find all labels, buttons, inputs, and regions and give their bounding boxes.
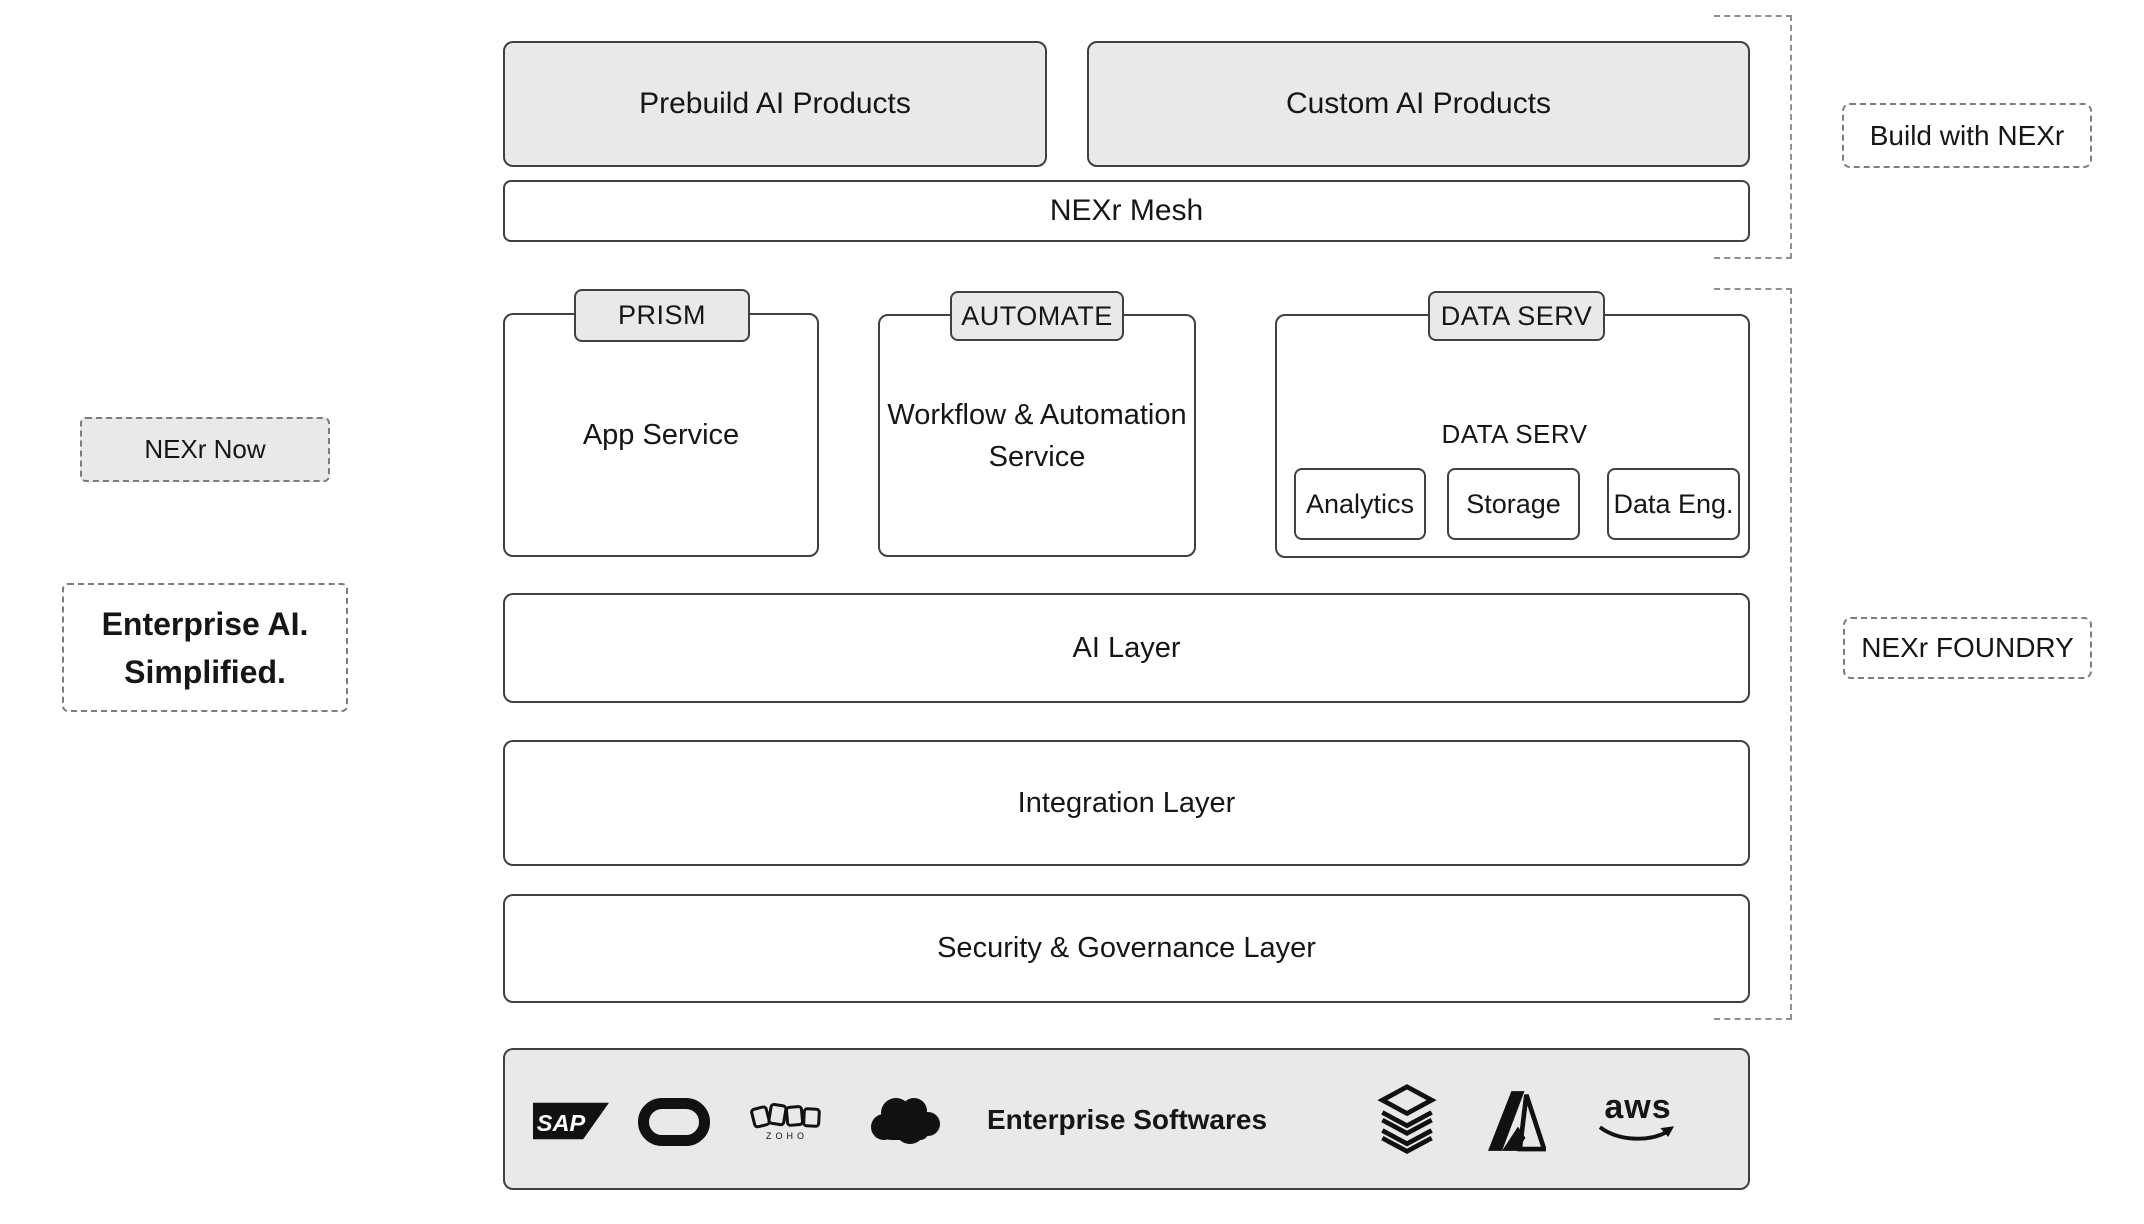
- data-serv-box: DATA SERV Analytics Storage Data Eng.: [1275, 314, 1750, 558]
- ai-layer-label: AI Layer: [1072, 631, 1181, 664]
- data-serv-inner-label: DATA SERV: [1441, 418, 1588, 449]
- nexr-mesh-bar: NEXr Mesh: [503, 180, 1750, 242]
- tagline-line2: Simplified.: [124, 653, 286, 690]
- automate-box: Workflow & Automation Service: [878, 314, 1196, 557]
- nexr-now-label-box: NEXr Now: [80, 417, 330, 482]
- build-with-nexr-label-box: Build with NEXr: [1842, 103, 2092, 168]
- tab-automate-label: AUTOMATE: [961, 300, 1113, 331]
- enterprise-softwares-label: Enterprise Softwares: [986, 1104, 1268, 1135]
- prism-box: App Service: [503, 313, 819, 557]
- storage-box: Storage: [1447, 468, 1580, 540]
- build-with-nexr-label: Build with NEXr: [1869, 119, 2065, 151]
- security-governance-layer-label: Security & Governance Layer: [937, 932, 1316, 964]
- oracle-logo-icon: [638, 1098, 710, 1146]
- tab-prism-label: PRISM: [617, 300, 706, 330]
- enterprise-softwares-bar: SAP ZOHO Enterprise Softwares: [503, 1048, 1750, 1190]
- tab-automate: AUTOMATE: [950, 291, 1124, 341]
- integration-layer-bar: Integration Layer: [503, 740, 1750, 866]
- custom-ai-products-label: Custom AI Products: [1285, 87, 1552, 120]
- nexr-foundry-label-box: NEXr FOUNDRY: [1843, 617, 2092, 679]
- nexr-foundry-label: NEXr FOUNDRY: [1861, 632, 2074, 663]
- aws-logo-icon: aws: [1598, 1088, 1678, 1144]
- tagline-line1: Enterprise AI.: [101, 605, 309, 642]
- sap-logo-text: SAP: [537, 1110, 586, 1136]
- data-eng-label: Data Eng.: [1613, 488, 1734, 519]
- storage-label: Storage: [1466, 488, 1561, 519]
- tab-data-serv-label: DATA SERV: [1440, 300, 1593, 331]
- databricks-logo-icon: [1376, 1084, 1438, 1158]
- custom-ai-products-box: Custom AI Products: [1087, 41, 1750, 167]
- workflow-automation-label: Workflow & Automation Service: [887, 398, 1187, 473]
- tab-prism: PRISM: [574, 289, 750, 342]
- salesforce-logo-icon: [866, 1094, 944, 1148]
- security-governance-layer-bar: Security & Governance Layer: [503, 894, 1750, 1003]
- integration-layer-label: Integration Layer: [1017, 786, 1236, 819]
- nexr-now-label: NEXr Now: [144, 434, 266, 464]
- analytics-box: Analytics: [1294, 468, 1426, 540]
- prebuild-ai-products-label: Prebuild AI Products: [639, 87, 911, 120]
- azure-logo-icon: [1488, 1090, 1546, 1152]
- data-eng-box: Data Eng.: [1607, 468, 1740, 540]
- tab-data-serv: DATA SERV: [1428, 291, 1605, 341]
- prebuild-ai-products-box: Prebuild AI Products: [503, 41, 1047, 167]
- app-service-label: App Service: [582, 418, 740, 451]
- sap-logo-icon: SAP: [533, 1102, 609, 1140]
- nexr-mesh-label: NEXr Mesh: [1049, 194, 1204, 227]
- analytics-label: Analytics: [1305, 488, 1415, 519]
- tagline-box: Enterprise AI. Simplified.: [62, 583, 348, 712]
- aws-logo-text: aws: [1604, 1088, 1672, 1126]
- build-with-nexr-bracket: [1714, 15, 1792, 259]
- zoho-logo-text: ZOHO: [766, 1131, 808, 1141]
- zoho-logo-icon: ZOHO: [750, 1100, 824, 1142]
- ai-layer-bar: AI Layer: [503, 593, 1750, 703]
- nexr-foundry-bracket: [1714, 288, 1792, 1020]
- tagline-text: Enterprise AI. Simplified.: [102, 600, 309, 696]
